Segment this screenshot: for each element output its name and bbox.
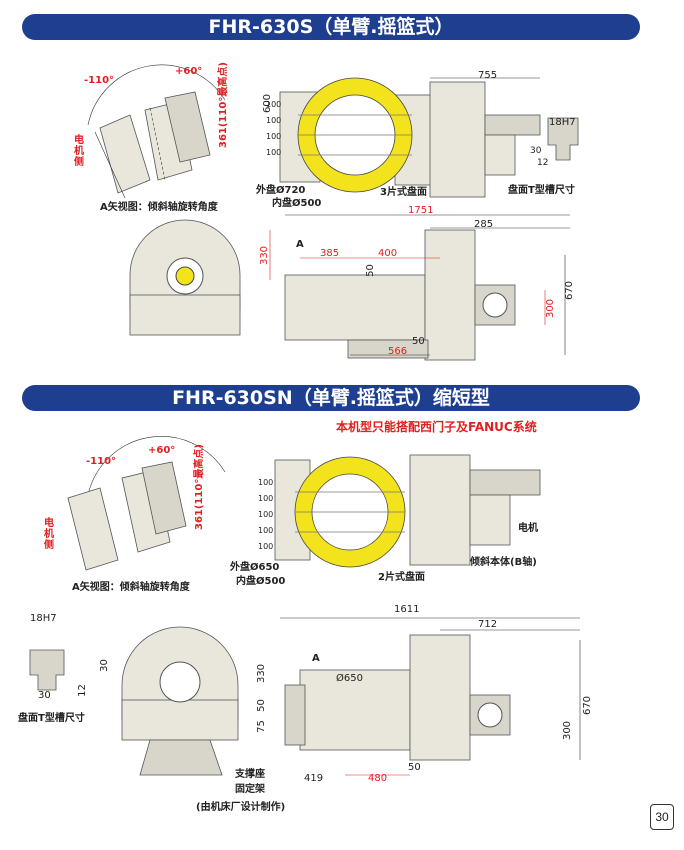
section1-title-banner: FHR-630S（单臂.摇篮式）: [22, 14, 640, 40]
dim-100b: 100: [266, 116, 282, 125]
view-caption-2: A矢视图：倾斜轴旋转角度: [72, 582, 190, 593]
fixed-frame-label: 固定架: [235, 784, 265, 795]
inner-disk-2: 内盘Ø500: [236, 576, 286, 587]
dim-285: 285: [474, 219, 494, 230]
dim-50a-1: 50: [364, 264, 376, 277]
dim-330-1: 330: [259, 245, 271, 266]
dim-50-2: 50: [255, 699, 267, 712]
angle-neg-2: -110°: [86, 456, 117, 467]
dim-75-2: 75: [255, 720, 267, 733]
tslot-18h7-1: 18H7: [549, 117, 576, 128]
dim-330-2: 330: [256, 663, 268, 684]
compat-notice: 本机型只能搭配西门子及FANUC系统: [336, 420, 537, 434]
dim-100d: 100: [266, 148, 282, 157]
outer-disk-1: 外盘Ø720: [256, 185, 306, 196]
motor-label-2: 电机: [518, 523, 538, 534]
tslot-detail-1: [547, 117, 579, 161]
angle-neg-1: -110°: [84, 75, 115, 86]
section1-drawing: [87, 64, 579, 361]
motor-side-1: 电机侧: [74, 135, 84, 168]
motor-side-2: 电机侧: [44, 518, 54, 551]
dim-480: 480: [368, 773, 388, 784]
a-arrow-1: A: [296, 239, 304, 250]
dim-566: 566: [388, 346, 408, 357]
dim-650: Ø650: [336, 673, 363, 684]
tslot-18h7-2: 18H7: [30, 613, 57, 624]
dim-712: 712: [478, 619, 498, 630]
dim-50b-2: 50: [408, 762, 421, 773]
dim-100c: 100: [266, 132, 282, 141]
dim-100a-2: 100: [258, 478, 274, 487]
dim-300-2: 300: [562, 720, 574, 741]
dim-100a: 100: [266, 100, 282, 109]
front-view-2: [121, 626, 239, 776]
section2-drawing: [29, 436, 581, 776]
tilt-angle-view-1: [87, 64, 226, 199]
dim-50b-1: 50: [412, 336, 425, 347]
dim-385: 385: [320, 248, 340, 259]
support-note: (由机床厂设计制作): [196, 802, 286, 813]
side-view-1: [269, 214, 570, 361]
dim-100d-2: 100: [258, 526, 274, 535]
page-number: 30: [650, 804, 674, 830]
tilt-height-2: 361(110°最高点): [194, 444, 205, 530]
three-piece-1: 3片式盘面: [380, 187, 427, 198]
view-caption-1: A矢视图：倾斜轴旋转角度: [100, 202, 218, 213]
tilt-body-label: 倾斜本体(B轴): [470, 557, 537, 568]
dim-30-2: 30: [98, 659, 110, 672]
two-piece-2: 2片式盘面: [378, 572, 425, 583]
dim-30b-2: 30: [38, 690, 51, 701]
a-arrow-2: A: [312, 653, 320, 664]
dim-12-1: 12: [537, 158, 549, 168]
angle-pos-2: +60°: [148, 445, 176, 456]
tilt-angle-view-2: [67, 436, 226, 571]
dim-1611: 1611: [394, 604, 420, 615]
dim-300-1: 300: [545, 298, 557, 319]
dim-12-2: 12: [76, 684, 88, 697]
outer-disk-2: 外盘Ø650: [230, 562, 280, 573]
dim-30-1: 30: [530, 146, 542, 156]
dim-400: 400: [378, 248, 398, 259]
dim-100b-2: 100: [258, 494, 274, 503]
tilt-height-1: 361(110°最高点): [218, 62, 229, 148]
section2-title-banner: FHR-630SN（单臂.摇篮式）缩短型: [22, 385, 640, 411]
dim-670-2: 670: [582, 695, 594, 716]
support-label: 支撑座: [235, 769, 265, 780]
dim-1751: 1751: [408, 205, 434, 216]
dim-755: 755: [478, 70, 498, 81]
side-view-2: [280, 617, 581, 776]
angle-pos-1: +60°: [175, 66, 203, 77]
inner-disk-1: 内盘Ø500: [272, 198, 322, 209]
dim-419: 419: [304, 773, 324, 784]
top-view-2: [274, 454, 541, 568]
tslot-detail-2: [29, 649, 65, 691]
tslot-caption-1: 盘面T型槽尺寸: [508, 185, 575, 196]
dim-670-1: 670: [564, 280, 576, 301]
front-view-1: [129, 219, 241, 336]
top-view-1: [279, 77, 541, 198]
dim-100e-2: 100: [258, 542, 274, 551]
tslot-caption-2: 盘面T型槽尺寸: [18, 713, 85, 724]
dim-100c-2: 100: [258, 510, 274, 519]
